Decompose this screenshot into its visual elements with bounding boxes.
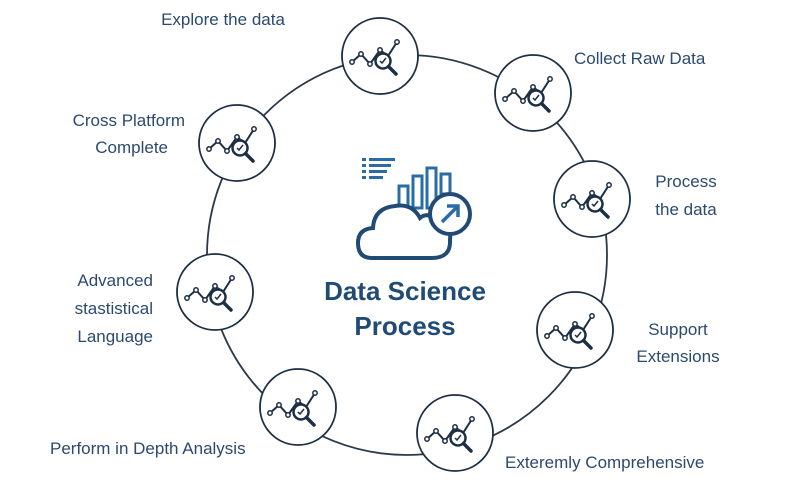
step-node-analysis [259, 368, 337, 446]
center-title-line-2: Process [354, 311, 455, 341]
step-node-support [536, 291, 614, 369]
step-node-collect [494, 54, 572, 132]
step-label-cross-platform-1: Cross Platform [73, 111, 185, 130]
step-label-process-1: Process [655, 172, 716, 191]
step-node-comprehensive [416, 394, 494, 472]
step-label-cross-platform-2: Complete [95, 138, 168, 157]
step-label-support-2: Extensions [636, 347, 719, 366]
step-label-comprehensive: Exteremly Comprehensive [505, 453, 704, 472]
step-node-explore [341, 17, 419, 95]
step-node-language [176, 253, 254, 331]
center-title-line-1: Data Science [324, 276, 486, 306]
step-label-collect: Collect Raw Data [574, 49, 706, 68]
step-label-process-2: the data [655, 200, 717, 219]
step-label-analysis: Perform in Depth Analysis [50, 439, 246, 458]
step-label-language-1: Advanced [77, 271, 153, 290]
cloud-analytics-icon [355, 158, 472, 260]
step-node-process [553, 160, 631, 238]
step-label-language-3: Language [77, 327, 153, 346]
step-label-language-2: stastistical [75, 299, 153, 318]
step-label-support-1: Support [648, 320, 708, 339]
step-node-cross-platform [198, 104, 276, 182]
step-label-explore: Explore the data [161, 10, 285, 29]
